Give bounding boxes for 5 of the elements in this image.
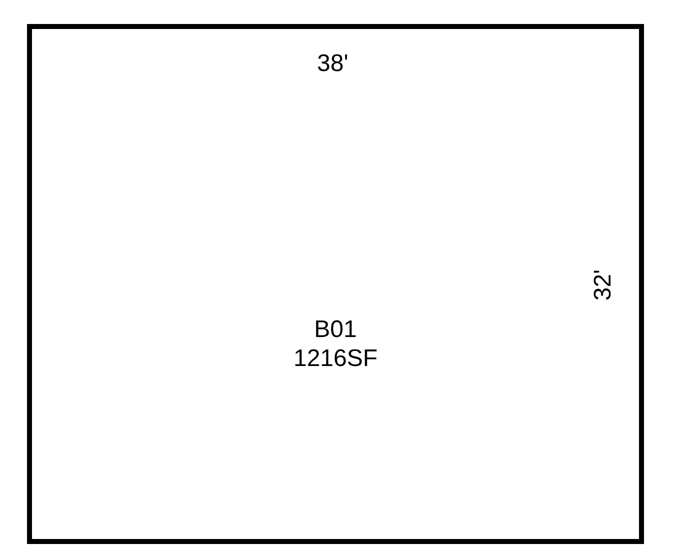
room-area: 1216SF [293,344,378,373]
dimension-label: 32' [592,269,616,301]
room-outline [27,24,644,544]
dimension-label: 38' [317,52,348,76]
room-name: B01 [314,315,357,344]
